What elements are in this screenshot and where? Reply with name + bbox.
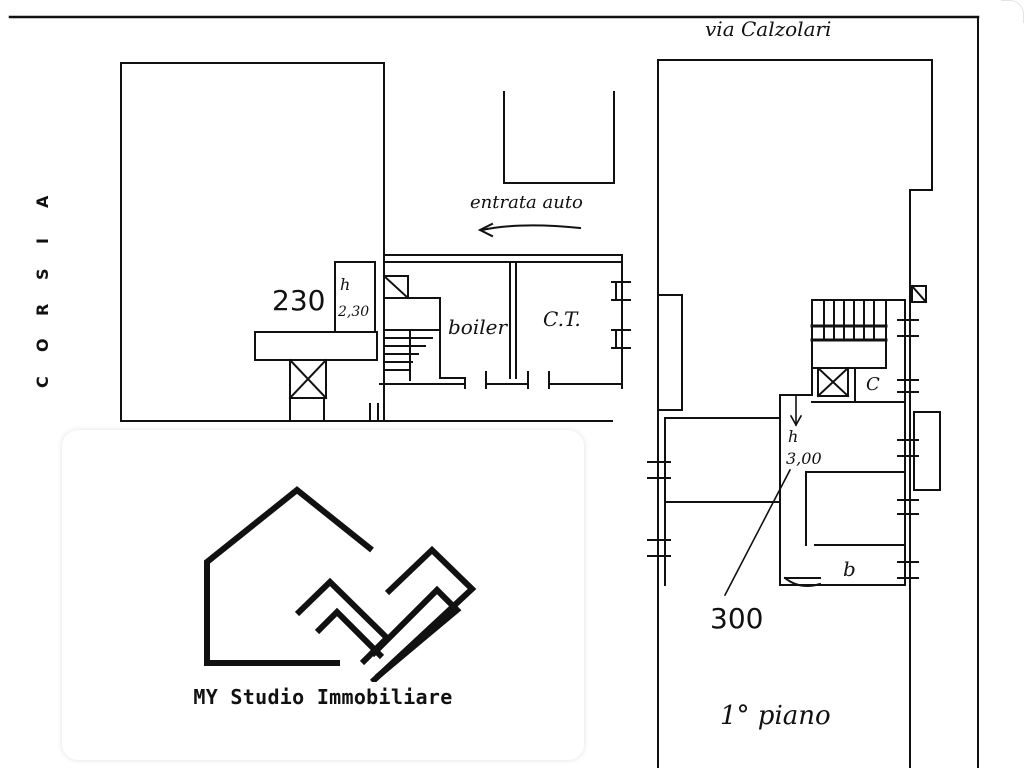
corridor-letter: I: [33, 238, 52, 244]
corridor-letter: R: [33, 304, 52, 316]
stair-mark-left: h: [340, 275, 350, 294]
small-height-right: 3,00: [786, 449, 822, 468]
ct-label: C.T.: [543, 307, 581, 331]
corridor-letter: A: [33, 195, 52, 208]
house-logo-icon: [204, 486, 477, 682]
stair-mark-right: h: [788, 427, 798, 446]
height-label-left: 230: [272, 284, 325, 317]
company-name: MY Studio Immobiliare: [193, 685, 453, 709]
height-label-right: 300: [710, 602, 763, 635]
floor-label: 1° piano: [720, 701, 831, 731]
corridor-letter: C: [33, 376, 52, 388]
logo-card: MY Studio Immobiliare: [62, 430, 584, 760]
small-height-left: 2,30: [337, 304, 369, 320]
street-label: via Calzolari: [705, 17, 831, 41]
corridor-letter: O: [33, 338, 52, 352]
corridor-letter: S: [33, 268, 52, 280]
b-label: b: [843, 557, 856, 581]
left-room-outline: [120, 62, 385, 422]
entrance-label: entrata auto: [470, 192, 583, 213]
corridor-label: C O R S I A: [33, 195, 52, 388]
c-label: C: [866, 374, 880, 395]
boiler-label: boiler: [448, 315, 508, 339]
